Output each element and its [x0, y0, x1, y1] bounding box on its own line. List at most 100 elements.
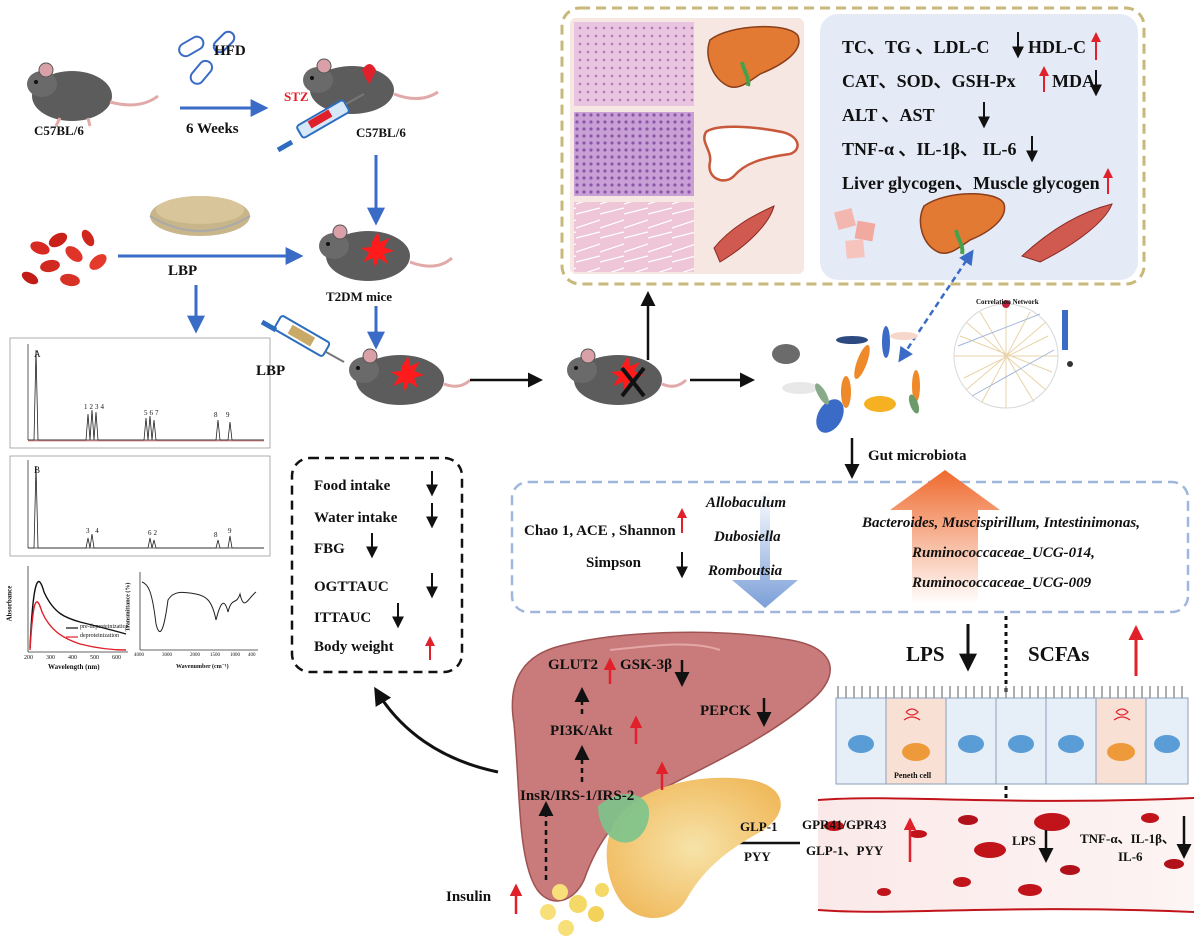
glycogen-cubes: [833, 207, 876, 259]
ir-tick-1500: 1500: [210, 653, 220, 658]
liver-pathway-arrows: [509, 657, 772, 914]
mouse-t2dm: [319, 224, 453, 281]
liver-icon-2: [919, 193, 1006, 254]
pi3k-akt-label: PI3K/Akt: [550, 723, 613, 739]
uv-xlabel: Wavelength (nm): [48, 663, 100, 671]
genera-up-line-2: Ruminococcaceae_UCG-014,: [912, 545, 1095, 561]
stz-label: STZ: [284, 89, 309, 104]
network-title: Correlation Network: [976, 298, 1039, 306]
uv-tick-500: 500: [90, 655, 99, 661]
hplc-peak-9: 9: [226, 411, 230, 419]
pills-icon: [178, 30, 236, 85]
physio-water-intake: Water intake: [314, 510, 398, 526]
genus-allobaculum: Allobaculum: [706, 495, 787, 511]
physio-ogttauc: OGTTAUC: [314, 579, 389, 595]
muscle-icon: [713, 205, 775, 263]
hplc-peaks-a-2: 567: [144, 409, 161, 417]
uv-legend-pre: pre-deproteinization: [80, 624, 129, 630]
histology-muscle-image: [574, 202, 694, 272]
physio-ittauc: ITTAUC: [314, 610, 372, 626]
hplc-peak-b-8: 8: [214, 531, 218, 539]
correlation-network: [953, 300, 1073, 409]
diversity-simpson: Simpson: [586, 555, 642, 571]
insr-irs-label: InsR/IRS-1/IRS-2: [520, 788, 635, 804]
mouse-c57-stz: [303, 58, 439, 114]
glp1-label: GLP-1: [740, 819, 778, 834]
mouse-treated: [349, 348, 472, 405]
biochem-antioxidant: CAT、SOD、GSH-Px: [842, 71, 1016, 91]
insulin-label: Insulin: [446, 889, 492, 905]
gsk3b-label: GSK-3β: [620, 657, 673, 673]
gut-bacteria: [772, 326, 920, 433]
genus-romboutsia: Romboutsia: [708, 563, 783, 579]
biochem-glycogen: Liver glycogen、Muscle glycogen: [842, 173, 1100, 193]
hplc-chart-b: [9, 455, 271, 557]
genera-up-line-1: Bacteroides, Muscispirillum, Intestinimo…: [862, 515, 1140, 531]
scfas-label: SCFAs: [1028, 642, 1090, 666]
pyy-label: PYY: [744, 849, 771, 864]
pancreas-organ: [606, 777, 781, 918]
physio-food-intake: Food intake: [314, 478, 391, 494]
ir-tick-4000: 4000: [134, 653, 144, 658]
syringe-lbp-icon: [260, 315, 345, 363]
hplc-peak-b-9: 9: [228, 527, 232, 535]
hplc-peak-8: 8: [214, 411, 218, 419]
hfd-label: HFD: [214, 43, 246, 59]
glp-pyy-blood-label: GLP-1、PYY: [806, 843, 884, 858]
insulin-granules: [540, 883, 609, 936]
paneth-cell-label: Peneth cell: [894, 771, 932, 780]
biochem-panel: [820, 14, 1138, 280]
decrease-gradient-arrow: [732, 490, 798, 608]
ir-tick-1000: 1000: [230, 653, 240, 658]
hplc-chart-a: [9, 337, 271, 449]
ir-tick-3000: 3000: [162, 653, 172, 658]
diversity-up-indices: Chao 1, ACE , Shannon: [524, 523, 676, 539]
ir-tick-400: 400: [248, 653, 256, 658]
hplc-panel-a-label: A: [34, 349, 41, 359]
muscle-icon-2: [1021, 203, 1113, 263]
weeks-label: 6 Weeks: [186, 121, 239, 137]
pepck-label: PEPCK: [700, 703, 751, 719]
uv-legend-post: deproteinization: [80, 633, 119, 639]
arrow-liver-to-physiology: [374, 686, 499, 774]
lbp-label: LBP: [168, 263, 198, 279]
physio-body-weight: Body weight: [314, 639, 394, 655]
hplc-panel-b-label: B: [34, 465, 41, 475]
uv-tick-200: 200: [24, 655, 33, 661]
uv-tick-300: 300: [46, 655, 55, 661]
gallbladder-organ: [598, 794, 650, 843]
lbp-powder-dish: [149, 196, 251, 236]
hplc-peaks-b: 3 4: [86, 527, 101, 535]
liver-organ: [511, 631, 831, 902]
lps-blood-label: LPS: [1012, 833, 1036, 848]
gpr-label: GPR41/GPR43: [802, 817, 887, 832]
uv-spectrum-chart: [27, 566, 128, 653]
histology-liver-image: [574, 22, 694, 106]
biochem-hdl: HDL-C: [1028, 37, 1086, 57]
ir-xlabel: Wavenumber (cm⁻¹): [176, 664, 229, 670]
biochem-liver-enzymes: ALT 、AST: [842, 105, 935, 125]
hplc-peaks-a: 1234: [84, 403, 106, 411]
increase-gradient-arrow: [890, 470, 1000, 604]
mouse-c57-normal: [27, 62, 159, 127]
biochem-arrows: [978, 32, 1113, 194]
ir-ylabel: Transmittance (%): [125, 582, 132, 632]
liver-icon: [707, 25, 800, 88]
genus-dubosiella: Dubosiella: [714, 529, 781, 545]
hplc-peaks-b-2: 62: [148, 529, 159, 537]
strain-label-2: C57BL/6: [356, 125, 406, 140]
gut-microbiota-label: Gut microbiota: [868, 448, 967, 464]
strain-label-1: C57BL/6: [34, 123, 84, 138]
glut2-label: GLUT2: [548, 657, 599, 673]
goji-berries: [21, 229, 107, 287]
physio-fbg: FBG: [314, 541, 345, 557]
blood-arrows: [903, 816, 1192, 863]
ir-tick-2000: 2000: [190, 653, 200, 658]
lps-intestine-label: LPS: [906, 642, 945, 666]
network-link-arrow: [898, 249, 974, 363]
cytokines-blood-label: TNF-α、IL-1β、: [1080, 831, 1175, 846]
uv-ylabel: Absorbance: [5, 585, 14, 622]
uv-tick-400: 400: [68, 655, 77, 661]
